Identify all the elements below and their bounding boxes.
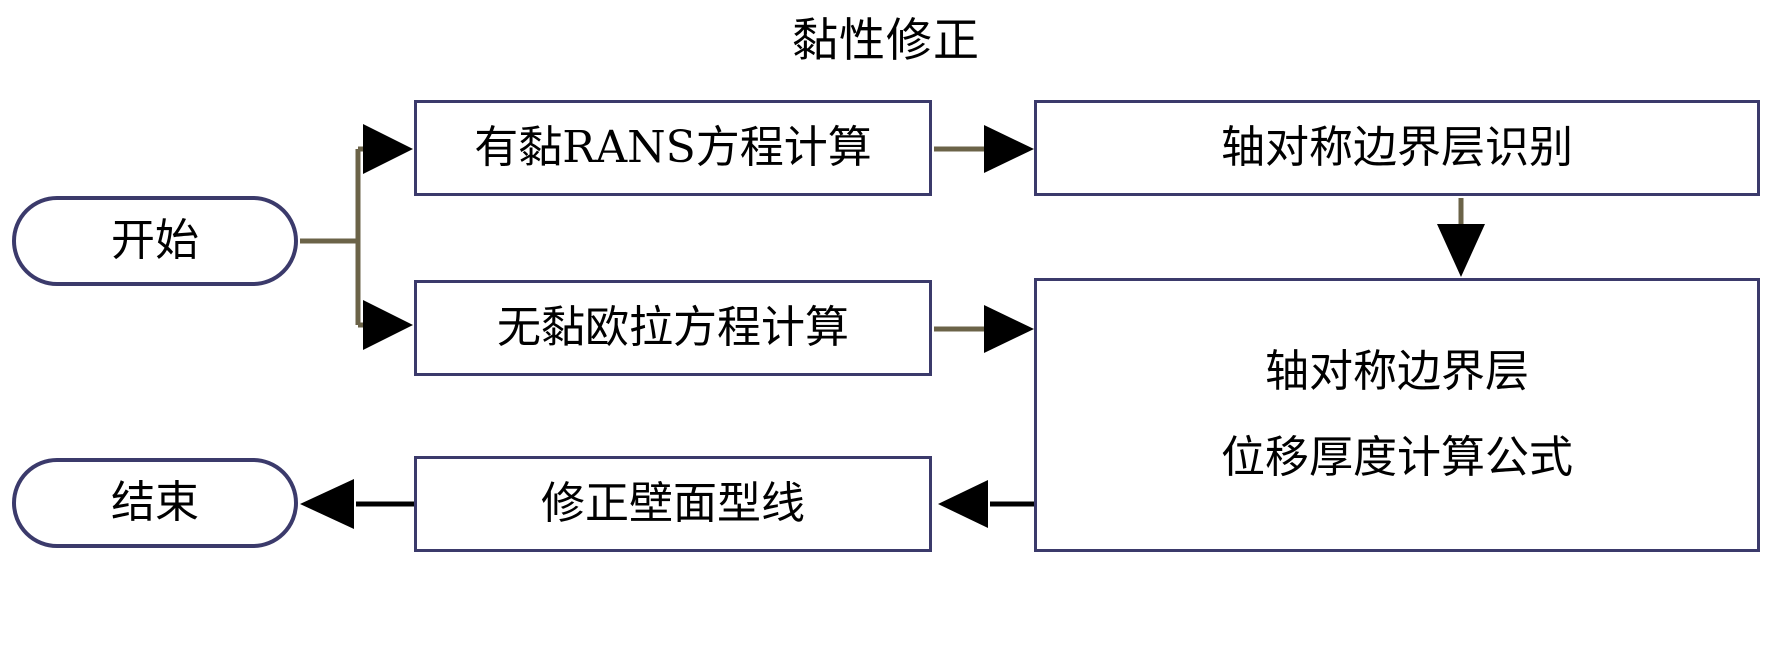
edge-formula-wall [938,480,1034,528]
node-start[interactable]: 开始 [12,196,298,286]
node-end[interactable]: 结束 [12,458,298,548]
node-displacement-thickness-formula-line1: 轴对称边界层 [1265,346,1529,398]
node-boundary-layer-identification-label: 轴对称边界层识别 [1221,122,1573,174]
arrowhead-to-euler [363,300,413,350]
node-displacement-thickness-formula-line2: 位移厚度计算公式 [1221,432,1573,483]
node-boundary-layer-identification[interactable]: 轴对称边界层识别 [1034,100,1760,196]
edge-start-branch [300,146,365,328]
node-displacement-thickness-formula[interactable]: 轴对称边界层 位移厚度计算公式 [1034,278,1760,552]
edge-wall-end [300,479,414,529]
node-viscous-rans[interactable]: 有黏RANS方程计算 [414,100,932,196]
arrowhead-to-rans [363,124,413,174]
node-start-label: 开始 [111,215,199,267]
edge-rans-ident [934,125,1034,173]
node-inviscid-euler[interactable]: 无黏欧拉方程计算 [414,280,932,376]
diagram-title: 黏性修正 [792,13,980,67]
edge-euler-formula [934,305,1034,353]
node-inviscid-euler-label: 无黏欧拉方程计算 [497,302,849,354]
node-end-label: 结束 [111,477,199,529]
node-wall-profile-correction[interactable]: 修正壁面型线 [414,456,932,552]
node-viscous-rans-label: 有黏RANS方程计算 [474,122,872,174]
edge-ident-formula [1437,198,1485,277]
node-wall-profile-correction-label: 修正壁面型线 [541,478,805,530]
